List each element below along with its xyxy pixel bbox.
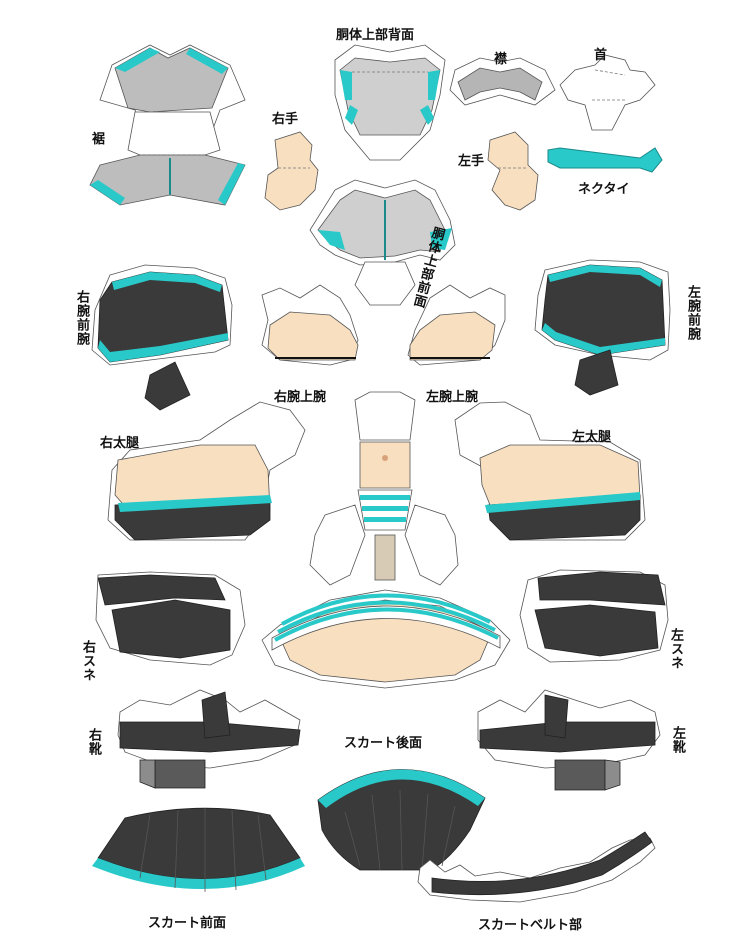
label-right-boot: 右靴 bbox=[86, 728, 101, 756]
label-left-upper-arm: 左腕上腕 bbox=[426, 390, 479, 405]
migite-part bbox=[264, 131, 319, 211]
label-left-thigh: 左太腿 bbox=[572, 430, 612, 445]
eri-part bbox=[449, 57, 556, 106]
skirt-front-part bbox=[92, 807, 305, 892]
hidarite-part bbox=[487, 131, 539, 211]
right-upper-arm-part bbox=[261, 284, 359, 366]
skirt-hem-part bbox=[261, 589, 511, 689]
right-thigh-part bbox=[107, 401, 306, 541]
label-left-forearm: 左腕前腕 bbox=[685, 285, 700, 341]
skirt-back-part bbox=[317, 769, 486, 871]
label-migite: 右手 bbox=[272, 112, 299, 127]
dotai-front-part bbox=[309, 179, 456, 306]
label-necktie: ネクタイ bbox=[578, 182, 630, 197]
label-skirt-belt: スカートベルト部 bbox=[478, 918, 583, 933]
left-thigh-part bbox=[454, 401, 646, 541]
suso-part bbox=[89, 44, 246, 206]
right-forearm-part bbox=[91, 264, 233, 411]
label-right-forearm: 右腕前腕 bbox=[74, 290, 89, 346]
right-shin-part bbox=[95, 571, 246, 666]
label-suso: 裾 bbox=[92, 132, 106, 147]
label-right-upper-arm: 右腕上腕 bbox=[274, 390, 327, 405]
label-left-boot: 左靴 bbox=[670, 726, 685, 754]
label-kubi: 首 bbox=[594, 48, 608, 63]
left-shin-part bbox=[519, 569, 669, 663]
label-eri: 襟 bbox=[494, 52, 508, 67]
label-right-thigh: 右太腿 bbox=[100, 436, 140, 451]
label-hidarite: 左手 bbox=[458, 154, 485, 169]
label-skirt-front: スカート前面 bbox=[148, 916, 227, 931]
label-skirt-back: スカート後面 bbox=[344, 736, 423, 751]
kubi-part bbox=[559, 54, 656, 131]
left-boot-part bbox=[477, 689, 661, 791]
left-forearm-part bbox=[534, 259, 671, 396]
left-upper-arm-part bbox=[407, 284, 506, 366]
label-left-shin: 左スネ bbox=[668, 628, 683, 670]
belly-part bbox=[309, 391, 459, 586]
label-right-shin: 右スネ bbox=[80, 640, 95, 682]
skirt-belt-part bbox=[417, 831, 656, 903]
right-boot-part bbox=[117, 689, 301, 789]
dotai-back-part bbox=[334, 44, 446, 161]
necktie-part bbox=[547, 147, 663, 173]
label-dotai-back: 胴体上部背面 bbox=[336, 28, 415, 43]
